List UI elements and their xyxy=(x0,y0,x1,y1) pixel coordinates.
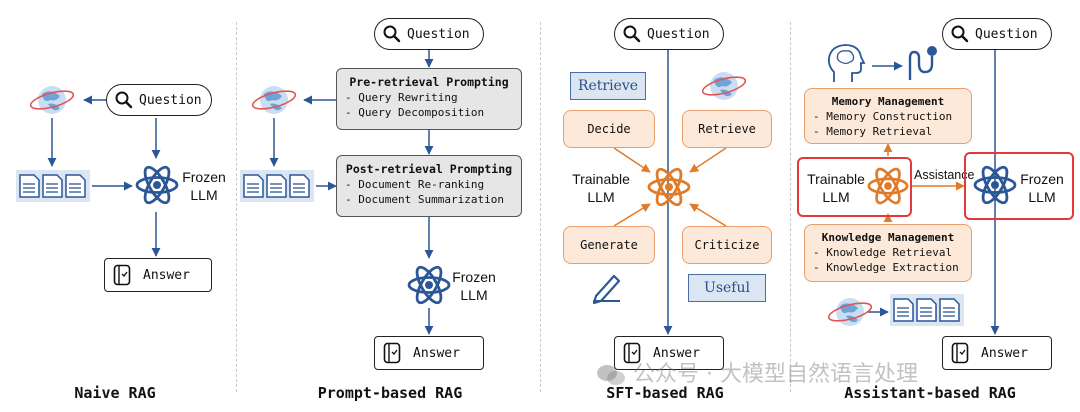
panel-separator xyxy=(236,22,237,392)
answer-node: Answer xyxy=(614,336,724,370)
knowledge-item: - Knowledge Extraction xyxy=(813,261,959,274)
search-icon xyxy=(115,91,133,109)
retrieve-token: Retrieve xyxy=(570,72,646,100)
answer-label: Answer xyxy=(143,267,190,283)
documents-icon xyxy=(240,170,314,202)
panel-caption: Prompt-based RAG xyxy=(317,384,463,402)
question-label: Question xyxy=(139,92,202,108)
trainable-label-line1: Trainable xyxy=(807,171,865,187)
memory-management-box: Memory Management - Memory Construction … xyxy=(804,88,972,144)
question-node: Question xyxy=(942,18,1052,50)
retriever-globe-icon xyxy=(701,72,747,100)
frozen-label-line1: Frozen xyxy=(1020,171,1064,187)
pre-retrieval-title: Pre-retrieval Prompting xyxy=(349,75,509,89)
question-node: Question xyxy=(106,84,212,116)
generate-box: Generate xyxy=(563,226,655,264)
trainable-label-line2: LLM xyxy=(822,189,850,205)
search-icon xyxy=(383,25,401,43)
frozen-label-line2: LLM xyxy=(1028,189,1056,205)
pre-retrieval-box: Pre-retrieval Prompting - Query Rewritin… xyxy=(336,68,522,130)
panel-separator xyxy=(790,22,791,392)
question-node: Question xyxy=(614,18,724,50)
pencil-icon xyxy=(592,274,621,304)
answer-node: Answer xyxy=(942,336,1052,370)
llm-label-line1: Frozen xyxy=(182,169,226,185)
memory-item: - Memory Construction xyxy=(813,110,953,123)
memory-title: Memory Management xyxy=(831,95,945,108)
llm-label-line2: LLM xyxy=(190,187,218,203)
retriever-globe-icon xyxy=(29,86,75,114)
decide-box: Decide xyxy=(563,110,655,148)
pre-retrieval-item: - Query Decomposition xyxy=(345,106,485,119)
llm-label-line1: Frozen xyxy=(452,269,496,285)
answer-icon xyxy=(113,264,131,286)
post-retrieval-item: - Document Summarization xyxy=(345,193,504,206)
wechat-icon xyxy=(596,364,626,386)
llm-label-line2: LLM xyxy=(460,287,488,303)
search-icon xyxy=(951,25,969,43)
answer-label: Answer xyxy=(653,345,700,361)
arrow-decide xyxy=(613,147,651,173)
documents-icon xyxy=(16,170,90,202)
llm-label: Frozen LLM xyxy=(450,268,498,304)
llm-label-line1: Trainable xyxy=(572,171,630,187)
trainable-llm-label: Trainable LLM xyxy=(803,170,869,206)
answer-icon xyxy=(383,342,401,364)
retriever-globe-icon xyxy=(251,86,297,114)
watermark-text: 公众号 · 大模型自然语言处理 xyxy=(633,362,918,387)
trainable-llm-atom-icon xyxy=(647,167,691,207)
retrieve-box: Retrieve xyxy=(682,110,772,148)
panel-caption: SFT-based RAG xyxy=(606,384,724,402)
pre-retrieval-item: - Query Rewriting xyxy=(345,91,458,104)
trainable-llm-highlight xyxy=(797,157,912,217)
answer-label: Answer xyxy=(981,345,1028,361)
arrow-retrieve xyxy=(689,147,727,173)
path-icon xyxy=(908,46,937,80)
llm-label: Frozen LLM xyxy=(180,168,228,204)
post-retrieval-title: Post-retrieval Prompting xyxy=(345,162,513,176)
search-icon xyxy=(623,25,641,43)
memory-item: - Memory Retrieval xyxy=(813,125,933,138)
answer-label: Answer xyxy=(413,345,460,361)
watermark: 公众号 · 大模型自然语言处理 xyxy=(596,356,918,388)
panel-separator xyxy=(540,22,541,392)
question-label: Question xyxy=(647,26,710,42)
useful-token: Useful xyxy=(688,274,766,302)
answer-node: Answer xyxy=(374,336,484,370)
panel-caption: Assistant-based RAG xyxy=(844,384,1016,402)
retriever-globe-icon xyxy=(827,298,873,326)
brain-head-icon xyxy=(827,44,866,82)
arrow-generate xyxy=(613,203,651,227)
llm-label: Trainable LLM xyxy=(566,170,636,206)
frozen-llm-atom-icon xyxy=(973,165,1017,205)
answer-icon xyxy=(951,342,969,364)
llm-label-line2: LLM xyxy=(587,189,615,205)
post-retrieval-box: Post-retrieval Prompting - Document Re-r… xyxy=(336,155,522,217)
question-label: Question xyxy=(975,26,1038,42)
answer-node: Answer xyxy=(104,258,212,292)
trainable-llm-atom-icon xyxy=(867,167,909,205)
knowledge-item: - Knowledge Retrieval xyxy=(813,246,953,259)
llm-atom-icon xyxy=(407,265,451,305)
assistance-label: Assistance xyxy=(914,168,975,182)
panel-caption: Naive RAG xyxy=(74,384,156,402)
documents-icon xyxy=(890,294,964,326)
arrow-criticize xyxy=(689,203,727,227)
knowledge-title: Knowledge Management xyxy=(821,231,955,244)
criticize-box: Criticize xyxy=(682,226,772,264)
frozen-llm-highlight xyxy=(964,152,1074,220)
frozen-llm-label: Frozen LLM xyxy=(1018,170,1066,206)
question-node: Question xyxy=(374,18,484,50)
knowledge-management-box: Knowledge Management - Knowledge Retriev… xyxy=(804,224,972,282)
llm-atom-icon xyxy=(135,165,179,205)
answer-icon xyxy=(623,342,641,364)
question-label: Question xyxy=(407,26,470,42)
post-retrieval-item: - Document Re-ranking xyxy=(345,178,485,191)
